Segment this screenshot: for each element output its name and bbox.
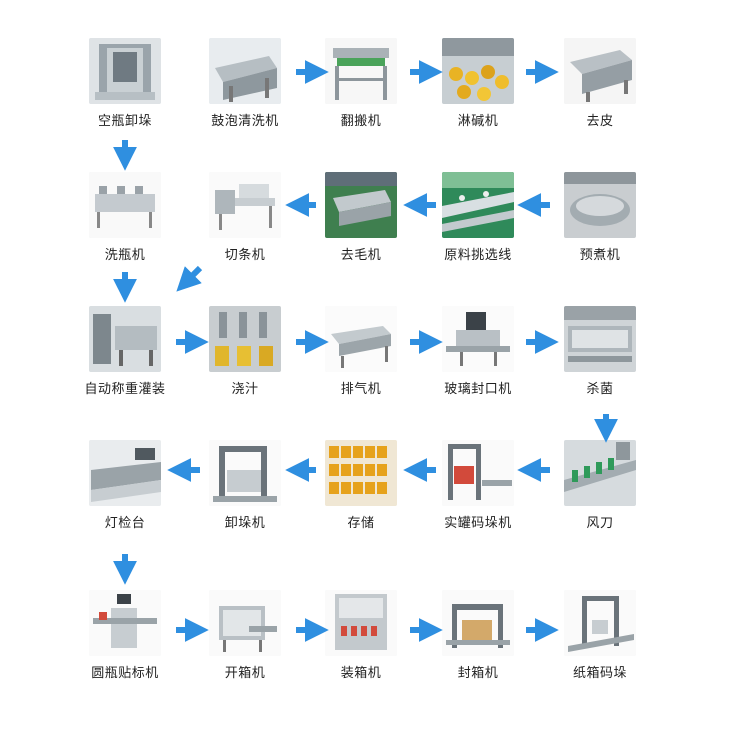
exhaust-box-icon — [325, 306, 397, 372]
step-label: 去毛机 — [340, 248, 382, 263]
step-label: 自动称重灌装 — [84, 382, 166, 397]
step-10: 自动称重灌装 — [80, 306, 170, 397]
labeler-icon — [89, 590, 161, 656]
depalletizer-icon — [89, 38, 161, 104]
weigh-filler-icon — [89, 306, 161, 372]
step-4: 去皮 — [555, 38, 645, 129]
step-label: 开箱机 — [224, 666, 266, 681]
step-label: 淋碱机 — [457, 114, 499, 129]
bottle-washer-icon — [89, 172, 161, 238]
full-can-palletizer-icon — [442, 440, 514, 506]
step-14: 杀菌 — [555, 306, 645, 397]
step-20: 圆瓶贴标机 — [80, 590, 170, 681]
bubble-washer-icon — [209, 38, 281, 104]
step-16: 卸垛机 — [200, 440, 290, 531]
step-label: 翻搬机 — [340, 114, 382, 129]
step-24: 纸箱码垛 — [555, 590, 645, 681]
step-label: 浇汁 — [231, 382, 259, 397]
step-label: 切条机 — [224, 248, 266, 263]
step-label: 杀菌 — [586, 382, 614, 397]
step-0: 空瓶卸垛 — [80, 38, 170, 129]
arrow-diagonal — [176, 265, 203, 292]
step-label: 风刀 — [586, 516, 614, 531]
hair-remover-icon — [325, 172, 397, 238]
step-19: 风刀 — [555, 440, 645, 531]
step-label: 空瓶卸垛 — [97, 114, 152, 129]
step-label: 去皮 — [586, 114, 614, 129]
step-label: 鼓泡清洗机 — [211, 114, 279, 129]
step-7: 去毛机 — [316, 172, 406, 263]
step-22: 装箱机 — [316, 590, 406, 681]
step-11: 浇汁 — [200, 306, 290, 397]
case-packer-icon — [325, 590, 397, 656]
step-label: 灯检台 — [104, 516, 146, 531]
step-label: 圆瓶贴标机 — [91, 666, 159, 681]
strip-cutter-icon — [209, 172, 281, 238]
precooker-icon — [564, 172, 636, 238]
step-3: 淋碱机 — [433, 38, 523, 129]
lye-spray-icon — [442, 38, 514, 104]
air-knife-icon — [564, 440, 636, 506]
step-9: 预煮机 — [555, 172, 645, 263]
step-13: 玻璃封口机 — [433, 306, 523, 397]
step-label: 原料挑选线 — [444, 248, 512, 263]
step-label: 装箱机 — [340, 666, 382, 681]
step-label: 洗瓶机 — [104, 248, 146, 263]
sorting-line-icon — [442, 172, 514, 238]
step-15: 灯检台 — [80, 440, 170, 531]
step-label: 存储 — [347, 516, 375, 531]
unstacker-icon — [209, 440, 281, 506]
step-1: 鼓泡清洗机 — [200, 38, 290, 129]
case-erector-icon — [209, 590, 281, 656]
carton-palletizer-icon — [564, 590, 636, 656]
sterilizer-icon — [564, 306, 636, 372]
peeler-icon — [564, 38, 636, 104]
step-23: 封箱机 — [433, 590, 523, 681]
glass-capper-icon — [442, 306, 514, 372]
light-inspection-icon — [89, 440, 161, 506]
step-2: 翻搬机 — [316, 38, 406, 129]
storage-icon — [325, 440, 397, 506]
step-label: 纸箱码垛 — [572, 666, 627, 681]
step-8: 原料挑选线 — [433, 172, 523, 263]
step-12: 排气机 — [316, 306, 406, 397]
step-label: 卸垛机 — [224, 516, 266, 531]
step-21: 开箱机 — [200, 590, 290, 681]
step-5: 洗瓶机 — [80, 172, 170, 263]
step-label: 实罐码垛机 — [444, 516, 512, 531]
case-sealer-icon — [442, 590, 514, 656]
step-6: 切条机 — [200, 172, 290, 263]
step-18: 实罐码垛机 — [433, 440, 523, 531]
step-label: 玻璃封口机 — [444, 382, 512, 397]
step-label: 封箱机 — [457, 666, 499, 681]
turning-machine-icon — [325, 38, 397, 104]
step-label: 预煮机 — [579, 248, 621, 263]
syrup-filler-icon — [209, 306, 281, 372]
step-17: 存储 — [316, 440, 406, 531]
step-label: 排气机 — [340, 382, 382, 397]
